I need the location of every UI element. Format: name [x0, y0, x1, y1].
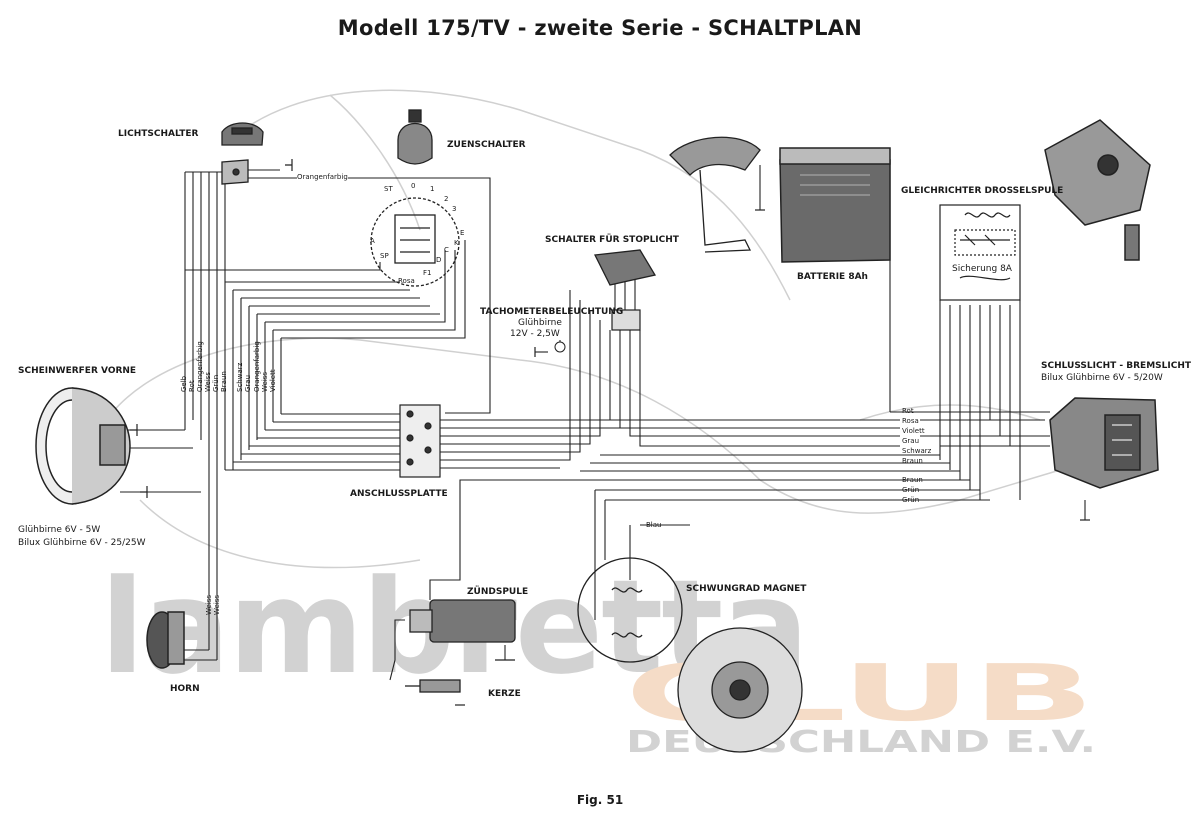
wire-label-left: Weiss: [204, 371, 212, 392]
label-scheinwerfer-bulb-1: Glühbirne 6V - 5W: [18, 525, 101, 535]
wire-label-left: Violett: [269, 369, 277, 392]
switch-pos: A: [370, 237, 375, 245]
switch-pos: 2: [444, 195, 449, 203]
wire-label-left: Orangenfarbig: [253, 341, 261, 392]
wire-label-left: Schwarz: [236, 362, 244, 392]
switch-pos: 0: [411, 182, 416, 190]
regulator-box: [1044, 119, 1151, 261]
wire-label-right: Violett: [902, 427, 925, 435]
tacho-bulb: [554, 341, 566, 353]
light-switch: [221, 122, 264, 185]
label-zuendschalter: ZUENSCHALTER: [447, 140, 526, 150]
label-scheinwerfer: SCHEINWERFER VORNE: [18, 366, 137, 376]
label-schwungrad: SCHWUNGRAD MAGNET: [686, 584, 807, 594]
wire-label-right: Rot: [902, 407, 914, 415]
ignition-switch: [370, 109, 460, 287]
horn: [146, 611, 185, 669]
stoplight-switch: [594, 136, 761, 286]
wire-label-rosa-switch: Rosa: [398, 277, 415, 285]
ground-symbols: [130, 159, 1090, 706]
label-batterie: BATTERIE 8Ah: [797, 272, 868, 282]
wire-label-orangenfarbig-top: Orangenfarbig: [297, 173, 348, 181]
label-schalter-stoplicht: SCHALTER FÜR STOPLICHT: [545, 235, 679, 245]
label-kerze: KERZE: [488, 689, 521, 699]
switch-pos: ST: [384, 185, 393, 193]
headlight: [35, 387, 131, 505]
label-tacho-bulb-2: 12V - 2,5W: [510, 329, 560, 339]
label-tacho-bulb-1: Glühbirne: [518, 318, 562, 328]
wire-label-right: Schwarz: [902, 447, 932, 455]
wire-label-horn: Weiss: [205, 594, 213, 615]
label-sicherung: Sicherung 8A: [952, 264, 1012, 274]
watermark-logo: lambretta CLUB DEUTSCHLAND E.V.: [100, 551, 1096, 760]
wires: [120, 165, 1086, 681]
flywheel-magneto: [577, 557, 803, 753]
wire-label-left: Grün: [212, 374, 220, 392]
wire-label-blau: Blau: [646, 521, 662, 529]
wire-label-right: Grün: [902, 486, 920, 494]
label-anschlussplatte: ANSCHLUSSPLATTE: [350, 489, 448, 499]
wire-label-right: Grau: [902, 437, 920, 445]
switch-pos: SP: [380, 252, 389, 260]
switch-pos: F1: [423, 269, 432, 277]
wire-label-left: Braun: [220, 371, 228, 392]
switch-pos: E: [460, 229, 465, 237]
label-horn: HORN: [170, 684, 200, 694]
wire-label-horn: Weiss: [213, 594, 221, 615]
wire-label-right: Braun: [902, 476, 923, 484]
label-gleichrichter: GLEICHRICHTER DROSSELSPULE: [901, 186, 1064, 196]
wire-label-right: Braun: [902, 457, 923, 465]
spark-plug: [405, 679, 461, 693]
wire-label-left: Weiss: [261, 371, 269, 392]
switch-pos: D: [436, 256, 442, 264]
figure-caption: Fig. 51: [576, 793, 624, 807]
wire-label-left: Rot: [188, 380, 196, 392]
label-scheinwerfer-bulb-2: Bilux Glühbirne 6V - 25/25W: [18, 538, 146, 548]
rectifier: [939, 204, 1021, 301]
switch-pos: C: [444, 246, 449, 254]
label-zuendspule: ZÜNDSPULE: [467, 587, 529, 597]
switch-pos: K: [454, 239, 459, 247]
wire-label-left: Grau: [244, 374, 252, 392]
label-schlusslicht-bulb: Bilux Glühbirne 6V - 5/20W: [1041, 373, 1163, 383]
battery: [779, 147, 891, 263]
wire-label-left: Orangenfarbig: [196, 341, 204, 392]
tail-light: [1049, 397, 1159, 489]
wire-label-left: Gelb: [180, 375, 188, 392]
label-schlusslicht: SCHLUSSLICHT - BREMSLICHT: [1041, 361, 1191, 371]
ignition-coil: [409, 599, 516, 643]
tacho-connector: [611, 309, 641, 331]
switch-pos: 1: [430, 185, 435, 193]
wire-label-right: Grün: [902, 496, 920, 504]
terminal-plate: [399, 404, 441, 478]
wire-label-right: Rosa: [902, 417, 919, 425]
diagram-title: Modell 175/TV - zweite Serie - SCHALTPLA…: [337, 16, 863, 40]
switch-pos: 3: [452, 205, 457, 213]
label-lichtschalter: LICHTSCHALTER: [118, 129, 199, 139]
label-tachometer: TACHOMETERBELEUCHTUNG: [480, 307, 624, 317]
